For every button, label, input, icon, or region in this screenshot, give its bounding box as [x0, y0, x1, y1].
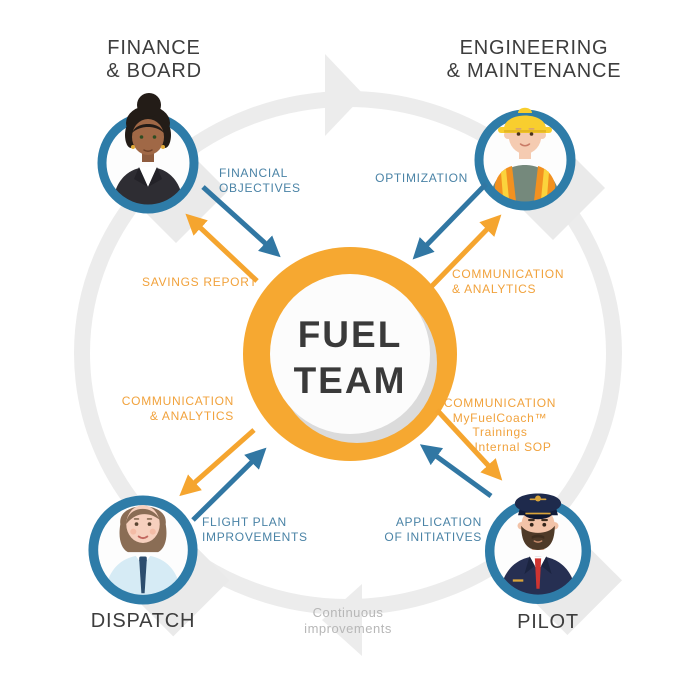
engineering-maintenance-title: ENGINEERING& MAINTENANCE: [446, 37, 622, 82]
pilot-avatar: [484, 493, 622, 635]
arrow-pilot-to-center: [419, 444, 493, 499]
arrow-center-to-dispatch: [179, 428, 256, 497]
cycle-arrow-top-icon: [325, 54, 364, 136]
arrow-dispatch-to-center: [191, 447, 267, 522]
arrow-center-to-pilot: [435, 408, 503, 481]
businesswoman-avatar: [97, 93, 228, 243]
arrow-center-to-engineering: [429, 214, 502, 289]
engineer-avatar: [474, 107, 605, 240]
arrow-finance-to-center: [201, 185, 281, 258]
dispatch-title: DISPATCH: [90, 610, 196, 632]
optimization-label: OPTIMIZATION: [375, 171, 468, 185]
arrow-center-to-finance: [185, 213, 259, 283]
arrow-engineering-to-center: [412, 182, 488, 260]
communication-analytics-label-dispatch: COMMUNICATION& ANALYTICS: [121, 394, 234, 423]
savings-report-label: SAVINGS REPORT: [142, 275, 258, 289]
cycle-ring: [74, 54, 622, 656]
pilot-title: PILOT: [517, 611, 579, 633]
cycle-arrow-bottom-icon: [322, 584, 362, 656]
fuel-team-badge: [243, 247, 457, 461]
dispatcher-avatar: [88, 495, 230, 637]
communication-analytics-label-engineering: COMMUNICATION& ANALYTICS: [452, 267, 565, 296]
hard-hat-icon: [504, 115, 546, 129]
finance-board-title: FINANCE& BOARD: [106, 37, 202, 82]
